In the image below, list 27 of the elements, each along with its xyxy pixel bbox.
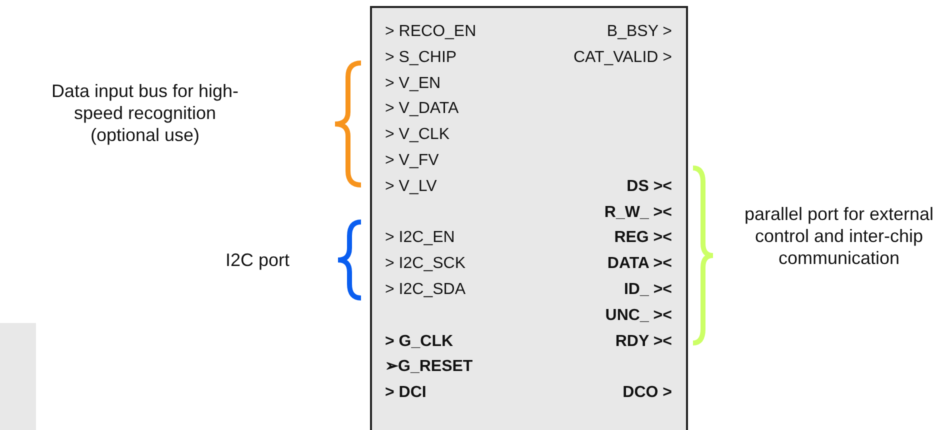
pin-label: > DCI — [385, 383, 426, 404]
pin-label: RDY >< — [615, 332, 672, 352]
pin-label: > V_FV — [385, 151, 439, 171]
pin-label: > S_CHIP — [385, 48, 457, 68]
pin-label: ➢G_RESET — [385, 357, 473, 378]
pin-label: > G_CLK — [385, 332, 454, 352]
annotation-text: Data input bus for high-speed recognition (optional use) — [50, 80, 240, 146]
pin-label: B_BSY > — [606, 22, 672, 42]
pin-label: > RECO_EN — [385, 22, 476, 42]
pin-label: UNC_ >< — [605, 306, 672, 326]
pin-label: > V_LV — [385, 176, 437, 197]
annotation-text: parallel port for external control and inter-chip communication — [743, 203, 935, 269]
pin-label: > I2C_SDA — [385, 280, 466, 300]
pin-label: ID_ >< — [624, 280, 672, 300]
pin-label: > I2C_SCK — [385, 254, 466, 274]
pin-label: DS >< — [626, 176, 672, 197]
pin-label: > V_DATA — [385, 99, 459, 120]
pin-label: CAT_VALID > — [573, 48, 672, 68]
pin-label: REG >< — [614, 228, 672, 248]
chip-block — [370, 6, 688, 430]
pin-label: DCO > — [622, 383, 672, 404]
pin-label: > V_EN — [385, 74, 441, 94]
pin-label: R_W_ >< — [604, 202, 672, 223]
pin-label: > V_CLK — [385, 125, 450, 146]
annotation-text: I2C port — [224, 249, 291, 271]
pin-label: DATA >< — [607, 254, 672, 274]
pin-label: > I2C_EN — [385, 228, 455, 248]
